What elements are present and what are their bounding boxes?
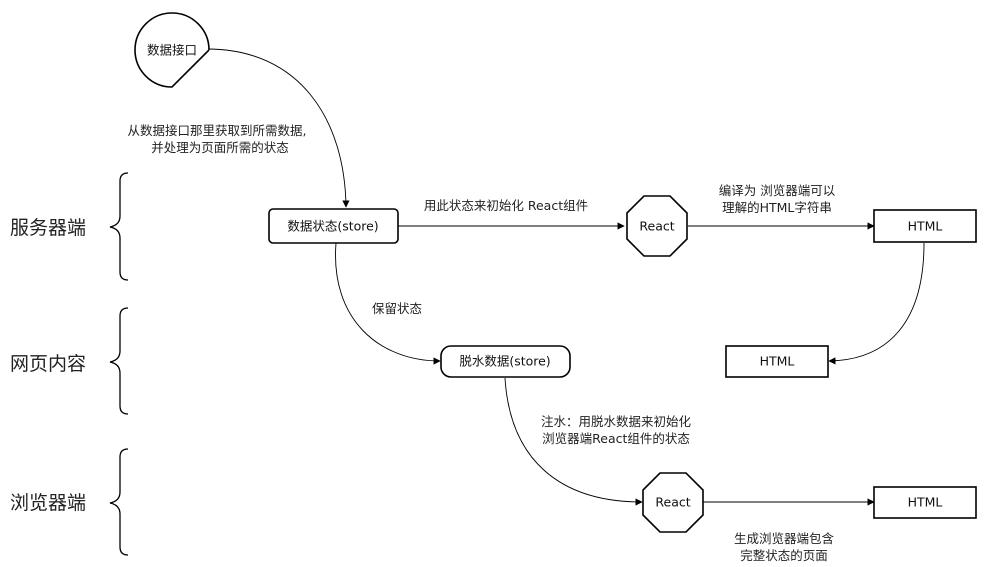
dehydrated-label: 脱水数据(store) [459,354,550,369]
fetch-label-line1: 从数据接口那里获取到所需数据, [128,123,307,138]
section-page: 网页内容 [10,307,129,415]
section-browser: 浏览器端 [10,448,129,556]
html-server-box [873,209,977,243]
section-label-server: 服务器端 [10,217,86,239]
init-react-label: 用此状态来初始化 React组件 [424,198,588,213]
generate-label-line1: 生成浏览器端包含 [734,531,835,546]
label-fetch: 从数据接口那里获取到所需数据, 并处理为页面所需的状态 [128,123,307,155]
compile-label-line1: 编译为 浏览器端可以 [719,183,836,198]
node-store: 数据状态(store) [268,208,399,244]
html-page-label: HTML [760,354,795,369]
section-server: 服务器端 [10,172,129,281]
brace-browser [109,448,129,556]
node-html-browser: HTML [873,486,977,519]
node-html-page: HTML [725,345,829,378]
html-page-box [725,345,829,378]
label-compile: 编译为 浏览器端可以 理解的HTML字符串 [719,183,836,215]
compile-label-line2: 理解的HTML字符串 [722,200,832,215]
react-browser-octagon [642,472,704,533]
keep-state-label: 保留状态 [372,301,422,316]
node-data-api: 数据接口 [134,12,210,88]
edge-dehydrated-to-react [504,377,643,506]
data-api-label: 数据接口 [147,43,197,58]
section-label-page: 网页内容 [10,353,86,375]
node-dehydrated: 脱水数据(store) [440,345,571,378]
react-browser-label: React [655,495,690,510]
section-label-browser: 浏览器端 [10,492,86,514]
edge-html-to-html-page [828,242,925,365]
node-react-browser: React [642,472,704,533]
react-server-octagon [626,195,688,257]
edge-api-to-store [206,48,350,208]
inject-label-line2: 浏览器端React组件的状态 [542,431,690,446]
html-browser-label: HTML [908,495,943,510]
react-server-label: React [639,219,674,234]
edge-store-to-dehydrated [335,242,441,365]
generate-label-line2: 完整状态的页面 [740,548,828,563]
label-inject: 注水：用脱水数据来初始化 浏览器端React组件的状态 [541,414,692,446]
brace-server [109,172,129,281]
html-browser-box [873,486,977,519]
inject-label-line1: 注水：用脱水数据来初始化 [541,414,692,429]
node-html-server: HTML [873,209,977,243]
dehydrated-box [440,345,571,378]
fetch-label-line2: 并处理为页面所需的状态 [151,140,289,155]
node-react-server: React [626,195,688,257]
label-generate: 生成浏览器端包含 完整状态的页面 [734,531,835,563]
brace-page [109,307,129,415]
data-api-shape [134,12,210,88]
store-label: 数据状态(store) [287,219,378,234]
html-server-label: HTML [908,219,943,234]
store-box [268,208,399,244]
